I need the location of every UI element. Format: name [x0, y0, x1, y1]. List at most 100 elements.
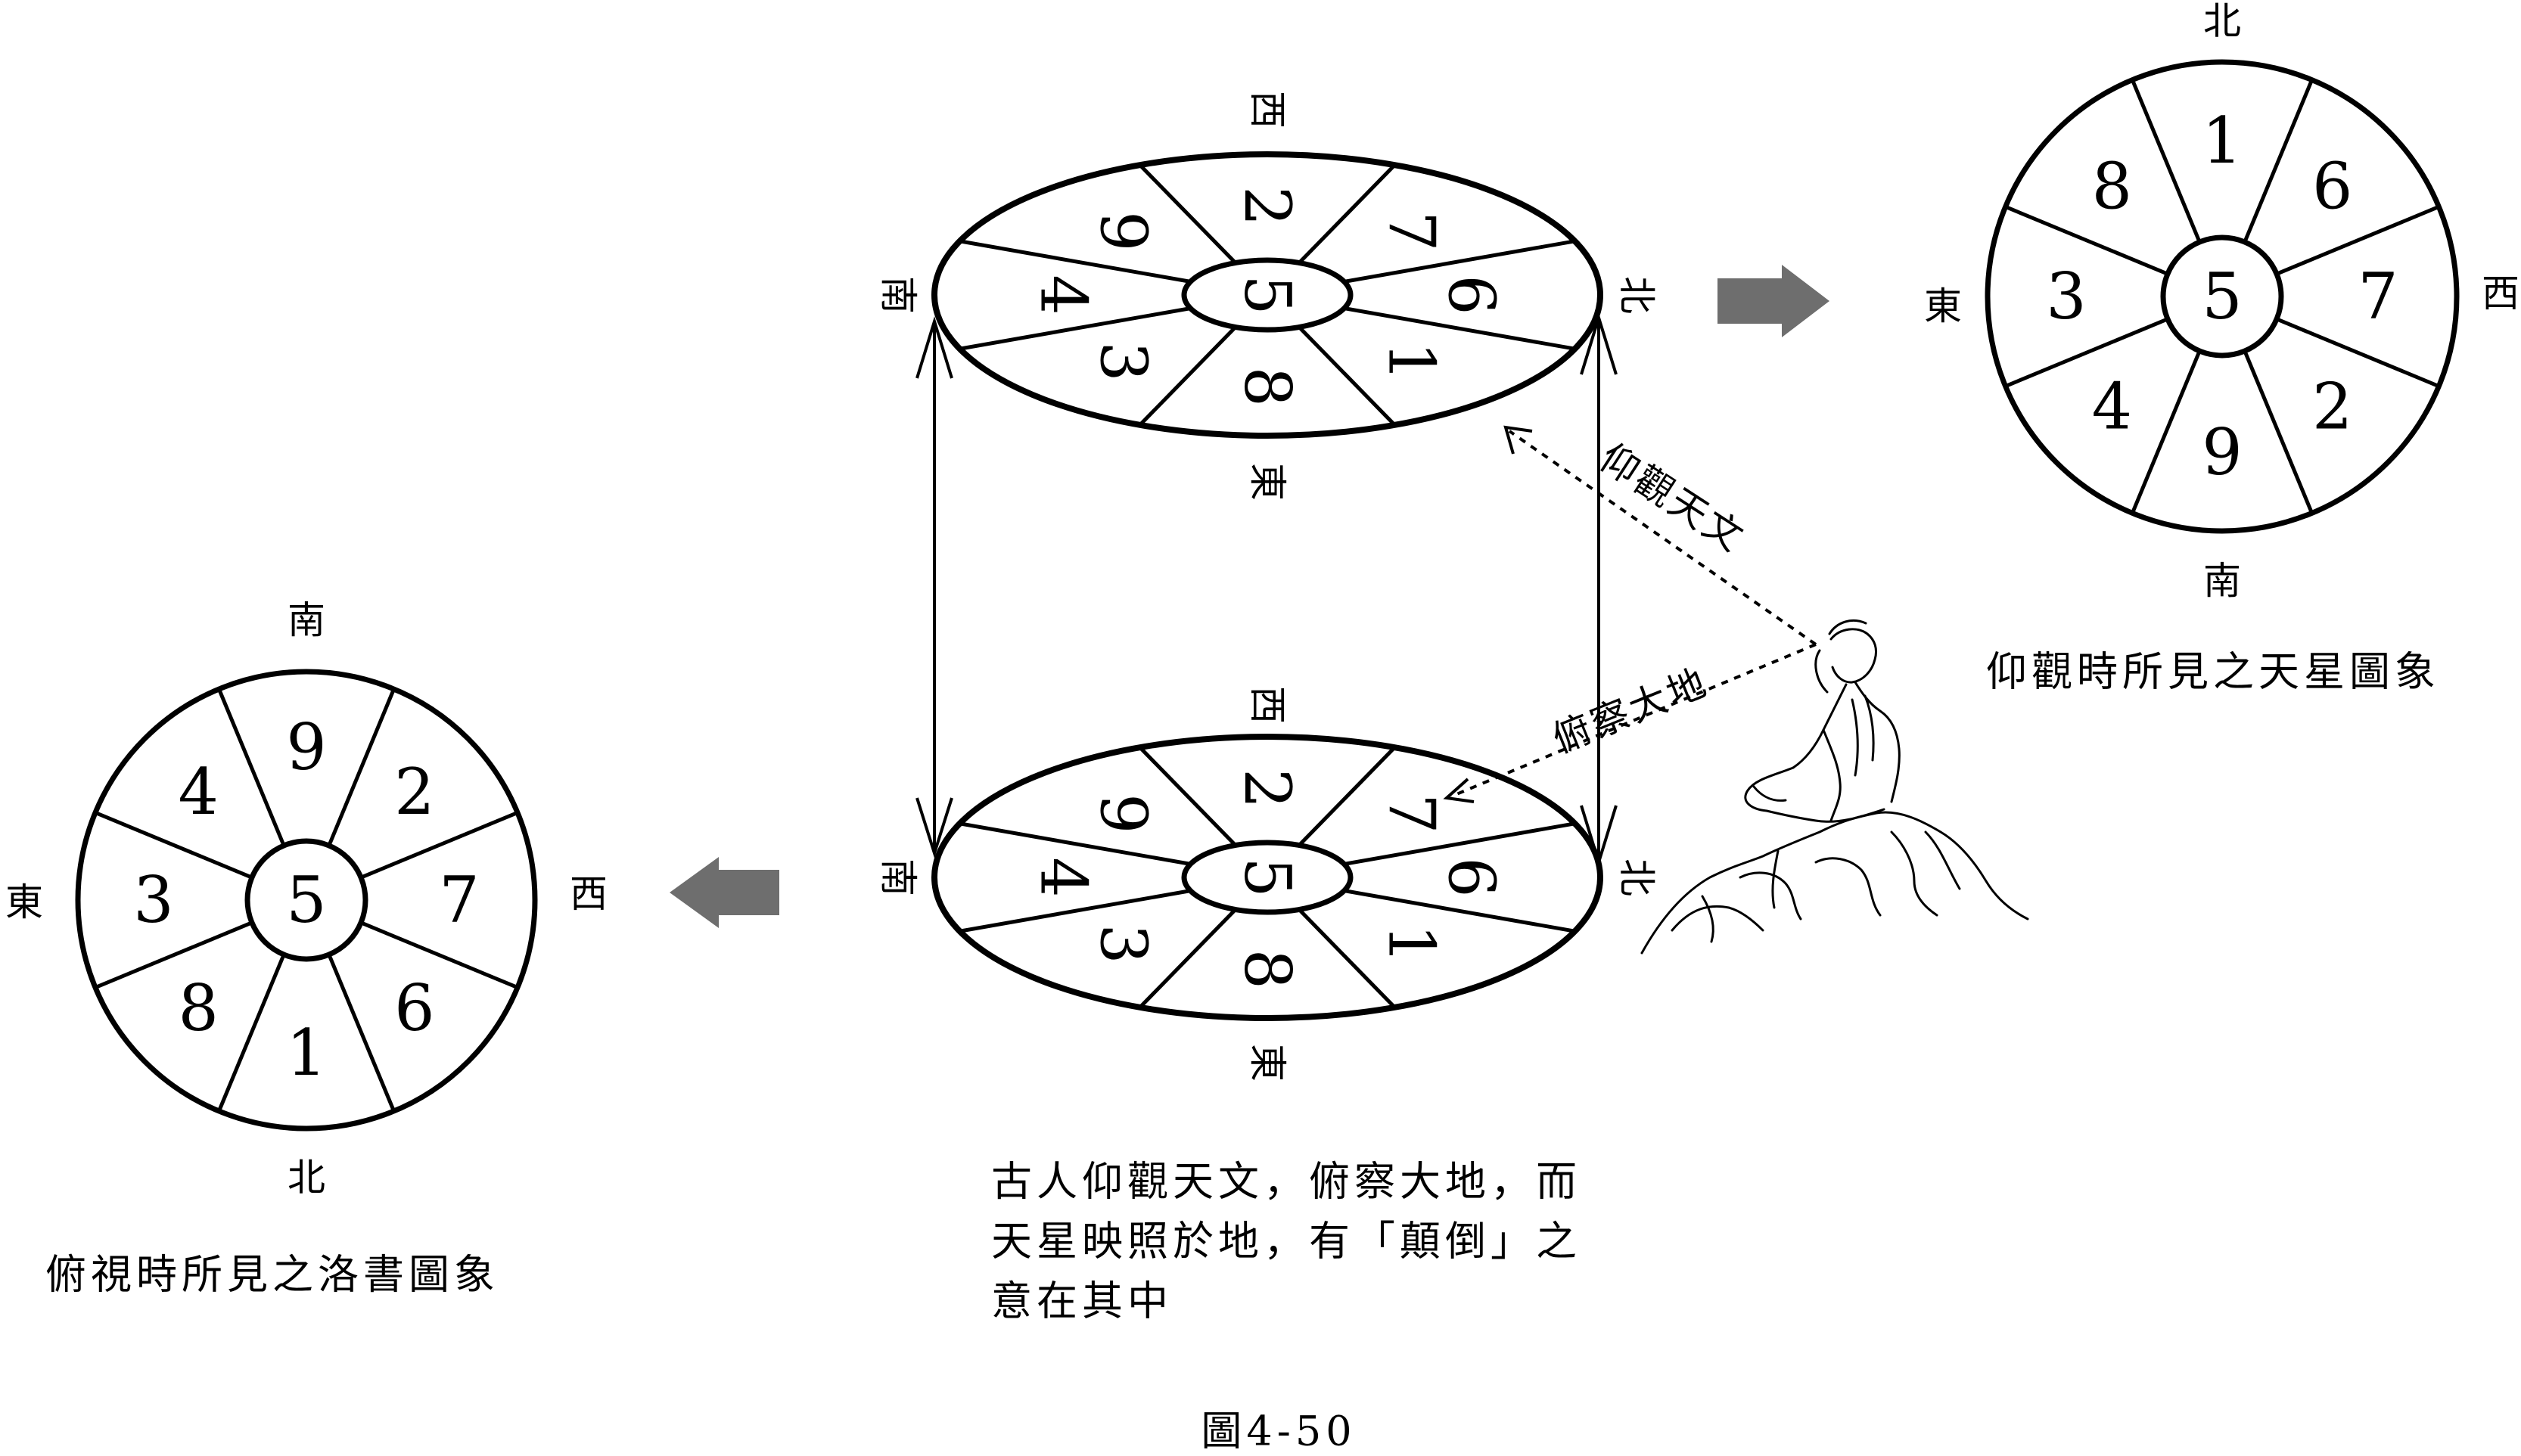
top-ellipse-dir-left: 南 — [876, 276, 920, 314]
left-dir-left: 東 — [5, 880, 43, 924]
outer-ellipse — [931, 734, 1603, 1021]
sector-number: 7 — [1374, 793, 1448, 834]
sector-number: 2 — [2312, 370, 2352, 444]
sector-divider — [1298, 908, 1397, 1009]
sector-divider — [1344, 306, 1575, 351]
sector-number: 7 — [439, 863, 479, 937]
sector-number: 1 — [286, 1016, 326, 1090]
sector-dividers — [959, 746, 1575, 1009]
sector-dividers — [2004, 79, 2440, 514]
sector-number: 6 — [2312, 149, 2352, 223]
sector-divider — [217, 688, 286, 846]
figure-label: 圖4-50 — [1201, 1408, 1356, 1455]
vertical-double-arrow-right — [1580, 312, 1618, 868]
center-ring — [244, 838, 368, 962]
left-caption: 俯視時所見之洛書圖象 — [45, 1251, 499, 1299]
sector-number: 2 — [394, 755, 434, 829]
sector-number: 6 — [1434, 857, 1508, 897]
sector-divider — [1298, 163, 1397, 265]
sector-divider — [95, 811, 253, 880]
sector-number: 1 — [1374, 341, 1448, 381]
sector-number: 1 — [1374, 924, 1448, 964]
sector-number: 7 — [1374, 211, 1448, 251]
sector-divider — [1138, 163, 1237, 265]
arrow-right-icon — [1717, 265, 1829, 337]
top-ellipse-dir-bottom: 東 — [1245, 463, 1289, 501]
sector-dividers — [959, 163, 1575, 427]
sector-number: 9 — [1086, 793, 1161, 834]
right-caption: 仰觀時所見之天星圖象 — [1986, 648, 2440, 696]
bottom-ellipse-dir-left: 南 — [876, 858, 920, 896]
sector-number: 2 — [1230, 768, 1304, 809]
sector-divider — [959, 239, 1191, 284]
bottom-ellipse-dir-bottom: 東 — [1245, 1044, 1289, 1082]
center-ellipse — [1181, 840, 1354, 915]
sector-divider — [95, 920, 253, 989]
sage-on-rock-illustration — [1640, 619, 2029, 955]
sector-divider — [1138, 908, 1237, 1009]
bottom-ellipse-dir-right: 北 — [1615, 858, 1658, 896]
look-up-annotation: 仰觀天文 — [1592, 436, 1753, 561]
sector-divider — [959, 821, 1191, 866]
sector-divider — [2243, 350, 2314, 514]
sector-divider — [1138, 325, 1237, 427]
sector-divider — [360, 920, 518, 989]
sector-divider — [959, 306, 1191, 351]
center-number: 5 — [2202, 259, 2242, 334]
sector-dividers — [95, 688, 518, 1112]
middle-caption: 古人仰觀天文，俯察大地，而 天星映照於地，有「顛倒」之 意在其中 — [991, 1158, 1581, 1325]
left-dir-bottom: 北 — [288, 1156, 325, 1200]
sector-number: 8 — [2092, 149, 2132, 223]
center-ring — [2160, 234, 2284, 359]
left-dir-right: 西 — [570, 872, 608, 916]
sector-divider — [327, 954, 396, 1112]
right-dir-left: 東 — [1924, 284, 1962, 328]
sector-divider — [2004, 317, 2168, 388]
sector-divider — [1298, 746, 1397, 847]
sector-number: 9 — [2202, 415, 2242, 489]
sector-number: 2 — [1230, 186, 1304, 226]
sector-divider — [360, 811, 518, 880]
sector-divider — [959, 889, 1191, 933]
sector-number: 8 — [178, 971, 218, 1045]
sightline-down — [1443, 643, 1817, 803]
sector-number: 9 — [286, 710, 326, 784]
sector-number: 4 — [2092, 370, 2132, 444]
sector-number: 8 — [1230, 949, 1304, 989]
sector-number: 3 — [1086, 341, 1161, 381]
sector-number: 3 — [1086, 924, 1161, 964]
sector-divider — [217, 954, 286, 1112]
sector-divider — [327, 688, 396, 846]
right-dir-right: 西 — [2482, 272, 2519, 315]
sector-divider — [1298, 325, 1397, 427]
sector-divider — [2276, 317, 2440, 388]
sector-divider — [2243, 79, 2314, 243]
sector-number: 1 — [2202, 104, 2242, 178]
sector-divider — [2131, 350, 2202, 514]
sector-divider — [2004, 205, 2168, 276]
center-ellipse — [1181, 257, 1354, 333]
sector-divider — [1344, 821, 1575, 866]
left-dir-top: 南 — [288, 598, 325, 642]
sector-number: 4 — [178, 755, 218, 829]
look-down-annotation: 俯察大地 — [1546, 660, 1714, 762]
right-dir-bottom: 南 — [2203, 559, 2241, 603]
top-ellipse-dir-right: 北 — [1615, 276, 1658, 314]
outer-ellipse — [931, 151, 1603, 439]
center-number: 5 — [1230, 275, 1304, 315]
sightline-up — [1503, 425, 1817, 646]
sector-divider — [1138, 746, 1237, 847]
middle-caption-line-3: 意在其中 — [991, 1277, 1173, 1325]
sector-number: 8 — [1230, 367, 1304, 407]
arrow-left-icon — [670, 857, 779, 928]
middle-caption-line-2: 天星映照於地，有「顛倒」之 — [991, 1218, 1581, 1265]
sector-number: 3 — [133, 863, 173, 937]
top-ellipse-dir-top: 西 — [1245, 91, 1289, 129]
